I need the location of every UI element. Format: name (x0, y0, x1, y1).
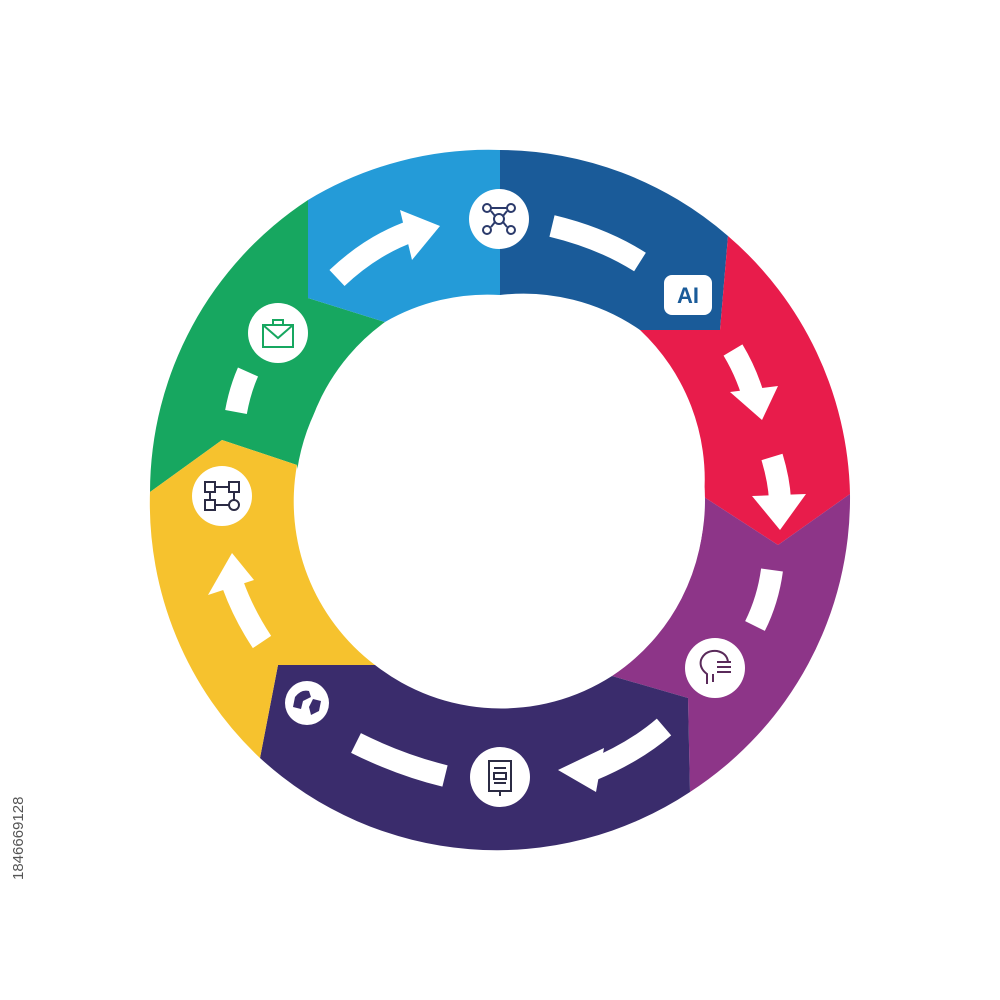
arrow-yellow (222, 581, 272, 649)
globe-icon (285, 681, 329, 725)
icons: AI (192, 189, 745, 807)
arrow-red-2 (761, 453, 791, 501)
arrowhead-bottom (558, 748, 604, 792)
dash-green (225, 367, 259, 415)
arrowhead-red-1 (730, 386, 778, 420)
ring-center (295, 295, 705, 705)
document-report-icon (470, 747, 530, 807)
arrow-heads (208, 210, 806, 792)
briefcase-icon (248, 303, 308, 363)
dash-purple (745, 568, 783, 631)
lightbulb-head-icon (685, 638, 745, 698)
segment-indigo (260, 665, 690, 851)
arrow-red-1 (723, 344, 763, 396)
flowchart-icon (192, 466, 252, 526)
dash-top-right (549, 215, 646, 272)
ai-badge-label: AI (677, 283, 699, 308)
arrowhead-yellow (208, 553, 254, 595)
network-nodes-icon (469, 189, 529, 249)
ai-chip-icon: AI (664, 275, 712, 315)
dash-bottom (351, 733, 448, 787)
arrowhead-red-2 (752, 494, 806, 530)
arrowhead-top-left (400, 210, 440, 260)
arrow-top-left (329, 220, 416, 287)
